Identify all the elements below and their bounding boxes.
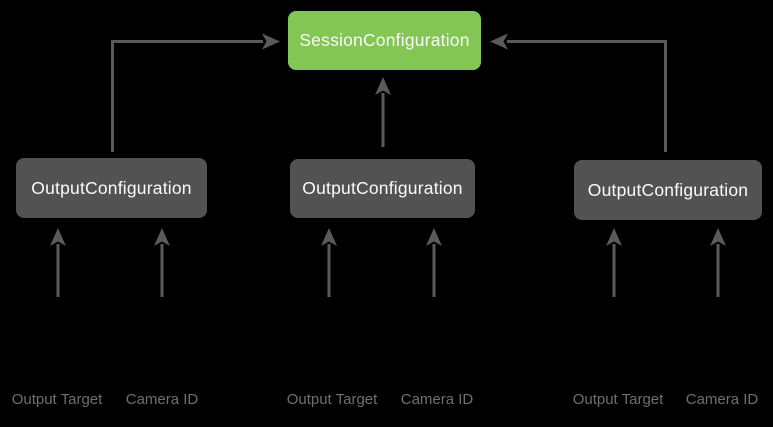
arrowhead-input-output-target-1-icon (50, 228, 66, 246)
output-configuration-label-2: OutputConfiguration (302, 178, 463, 198)
output-configuration-label-3: OutputConfiguration (587, 179, 749, 200)
input-label-output-target-1: Output Target (11, 391, 103, 408)
input-label-camera-id-3: Camera ID (685, 391, 759, 408)
arrowhead-input-camera-id-3-icon (710, 228, 726, 246)
input-label-output-target-2: Output Target (286, 391, 378, 408)
arrowhead-input-camera-id-2-icon (426, 228, 442, 246)
output-configuration-box-3: OutputConfiguration (574, 160, 762, 220)
arrow-left-output-to-session (111, 40, 263, 152)
session-configuration-box: SessionConfiguration (288, 11, 481, 70)
session-configuration-label: SessionConfiguration (299, 30, 470, 50)
output-configuration-box-1: OutputConfiguration (16, 158, 207, 218)
input-label-camera-id-2: Camera ID (400, 391, 474, 408)
arrowhead-input-output-target-3-icon (606, 228, 622, 246)
input-label-camera-id-1: Camera ID (125, 391, 199, 408)
output-configuration-label-1: OutputConfiguration (31, 177, 192, 198)
input-label-output-target-3: Output Target (572, 391, 664, 408)
output-configuration-box-2: OutputConfiguration (290, 159, 475, 218)
arrowhead-input-camera-id-1-icon (154, 228, 170, 246)
arrowhead-input-output-target-2-icon (321, 228, 337, 246)
arrow-right-output-to-session (507, 40, 667, 152)
arrowhead-right-to-session-icon (490, 33, 508, 50)
arrowhead-middle-to-session-icon (375, 77, 391, 95)
arrowhead-left-to-session-icon (262, 33, 280, 50)
